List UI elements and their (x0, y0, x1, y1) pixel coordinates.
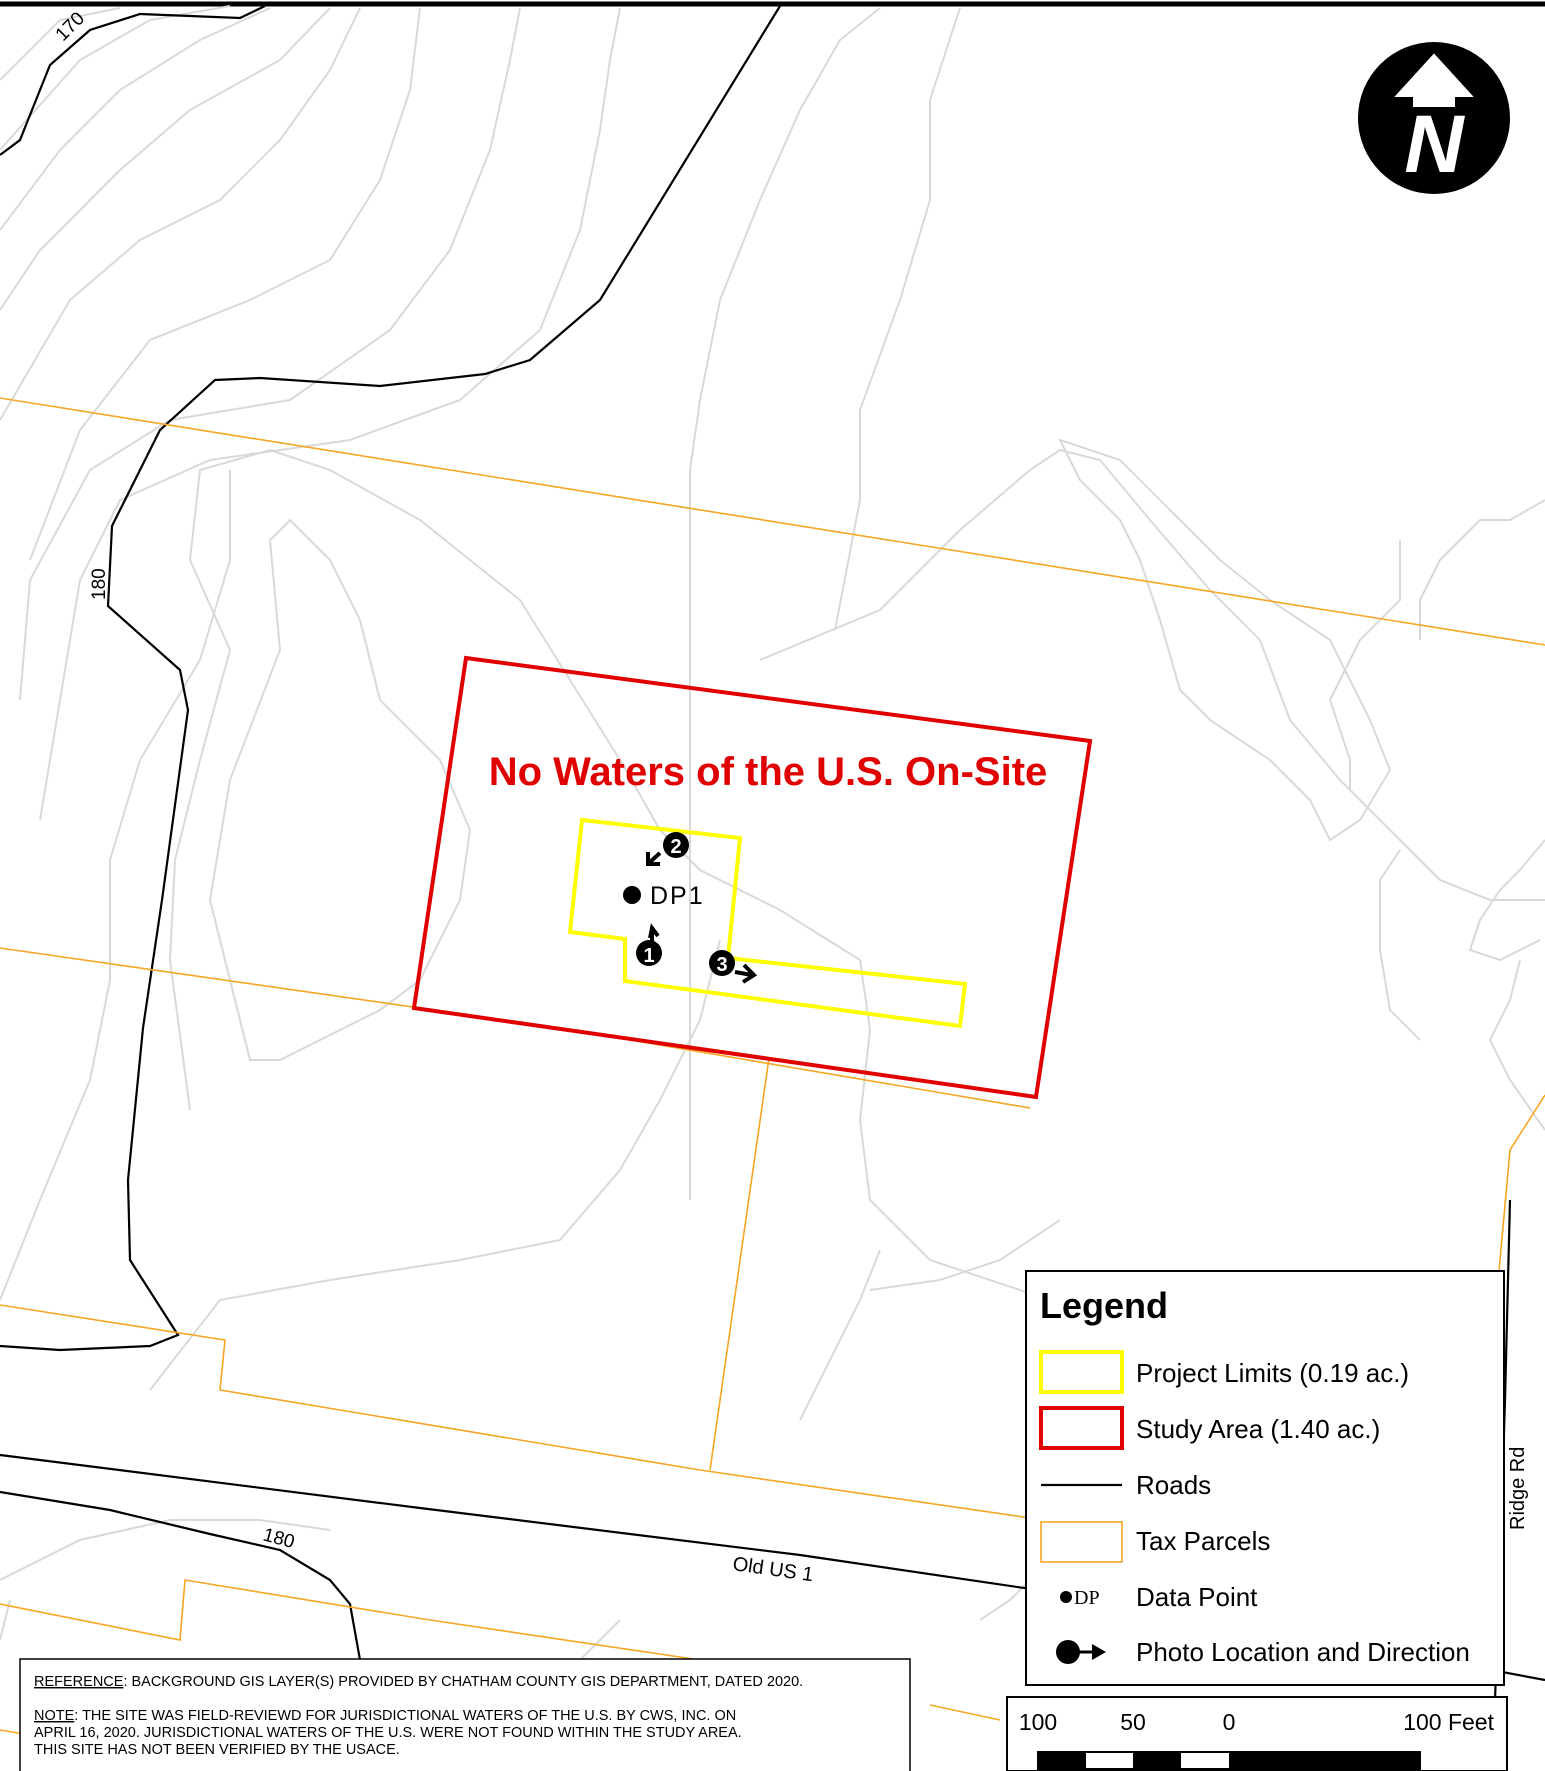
tax-parcel-line (709, 1057, 770, 1471)
contour-line (1488, 959, 1545, 1131)
legend-title: Legend (1040, 1285, 1168, 1326)
contour-line (39, 7, 621, 821)
index-contour-180 (0, 5, 781, 1352)
tax-parcel-line (929, 1704, 1001, 1721)
legend-label-tax-parcels: Tax Parcels (1136, 1526, 1270, 1556)
road-label-old-us-1: Old US 1 (731, 1553, 814, 1586)
project-limits-boundary (567, 817, 968, 1029)
note-label: NOTE (34, 1708, 75, 1724)
photo-point-number: 2 (670, 836, 681, 858)
scale-bar: 100 50 0 100 Feet (1006, 1696, 1508, 1771)
legend-symbol-study-area (1039, 1406, 1124, 1450)
contour-line (759, 448, 1545, 901)
scale-bar-segment (1229, 1752, 1420, 1769)
legend-label-project-limits: Project Limits (0.19 ac.) (1136, 1358, 1409, 1388)
no-waters-headline: No Waters of the U.S. On-Site (489, 750, 1048, 794)
legend-label-photo-location: Photo Location and Direction (1136, 1637, 1470, 1667)
contour-line (208, 518, 472, 1061)
legend-symbol-photo-direction-arrowhead (1092, 1644, 1106, 1660)
scale-bar-segment (1133, 1752, 1181, 1769)
index-contour-180-south (0, 1490, 362, 1661)
photo-point-number: 1 (643, 945, 654, 967)
legend-label-data-point: Data Point (1136, 1582, 1258, 1612)
north-arrow-icon: N (1358, 42, 1510, 194)
photo-point-1: 1 (636, 923, 662, 967)
reference-note: REFERENCE: BACKGROUND GIS LAYER(S) PROVI… (34, 1674, 803, 1690)
photo-point-number: 3 (716, 954, 727, 976)
reference-label: REFERENCE (34, 1674, 124, 1690)
contour-line (979, 1579, 1031, 1621)
scale-tick-label: 100 (1019, 1709, 1057, 1735)
photo-point-marker (663, 832, 689, 858)
legend-symbol-project-limits (1039, 1350, 1124, 1394)
contour-line (0, 1519, 331, 1581)
index-contour-170 (0, 5, 266, 156)
scale-bar-segment (1038, 1752, 1086, 1769)
contour-line (149, 939, 721, 1391)
contour-line (0, 7, 271, 231)
road-label-ridge-rd: Ridge Rd (1507, 1447, 1529, 1530)
north-arrow-letter: N (1404, 99, 1465, 190)
contour-line (0, 5, 231, 151)
contour-line (1328, 540, 1401, 790)
field-review-note: NOTE: THE SITE WAS FIELD-REVIEWD FOR JUR… (34, 1708, 736, 1724)
data-point-marker (623, 886, 641, 904)
photo-point-marker (709, 950, 735, 976)
note-line-3: THIS SITE HAS NOT BEEN VERIFIED BY THE U… (34, 1742, 400, 1758)
tax-parcel-line (0, 397, 1545, 646)
contour-label: 170 (52, 8, 89, 45)
scale-tick-label: 50 (1120, 1709, 1146, 1735)
contour-line (869, 1219, 1061, 1291)
contour-line (19, 7, 521, 701)
legend-frame (1025, 1270, 1505, 1686)
contour-line (1419, 499, 1545, 640)
reference-text: : BACKGROUND GIS LAYER(S) PROVIDED BY CH… (123, 1674, 803, 1690)
notes-box: REFERENCE: BACKGROUND GIS LAYER(S) PROVI… (19, 1658, 911, 1771)
legend-label-study-area: Study Area (1.40 ac.) (1136, 1414, 1380, 1444)
tax-parcel-line (0, 947, 1031, 1109)
contour-line (1468, 839, 1545, 962)
scale-tick-label: 0 (1223, 1709, 1236, 1735)
contour-label: 180 (89, 568, 110, 600)
study-area-boundary (411, 655, 1093, 1100)
tax-parcel-line (0, 1304, 1031, 1519)
photo-direction-arrow-icon (646, 851, 662, 866)
contour-line (0, 7, 121, 81)
note-line-2: APRIL 16, 2020. JURISDICTIONAL WATERS OF… (34, 1725, 742, 1741)
contour-line (689, 7, 881, 1200)
contour-line (799, 1249, 881, 1421)
photo-point-3: 3 (709, 950, 758, 984)
scale-tick-label: 100 Feet (1403, 1709, 1494, 1735)
note-line-1: : THE SITE WAS FIELD-REVIEWD FOR JURISDI… (74, 1708, 736, 1724)
legend-label-roads: Roads (1136, 1470, 1211, 1500)
contour-line (0, 470, 231, 1301)
tax-parcel-line (0, 1579, 701, 1661)
photo-point-marker (636, 940, 662, 966)
legend-symbol-data-point-text: DP (1074, 1587, 1100, 1609)
data-point-label: DP1 (650, 882, 705, 910)
photo-point-2: 2 (646, 832, 689, 866)
notes-frame (19, 1658, 911, 1771)
contour-line (834, 7, 961, 631)
legend-symbol-photo-location (1056, 1640, 1080, 1664)
contour-line (1058, 438, 1392, 842)
contour-line (0, 1599, 11, 1641)
contour-label: 180 (261, 1525, 297, 1553)
contour-line (1379, 849, 1421, 1041)
legend-symbol-data-point (1060, 1591, 1072, 1603)
legend: Legend Project Limits (0.19 ac.) Study A… (1025, 1270, 1505, 1686)
legend-symbol-tax-parcels (1040, 1521, 1123, 1563)
photo-direction-arrow-icon (734, 963, 758, 984)
index-contours (0, 5, 781, 1661)
contour-line (0, 7, 331, 311)
contour-line (0, 7, 361, 421)
contour-line (29, 7, 421, 561)
